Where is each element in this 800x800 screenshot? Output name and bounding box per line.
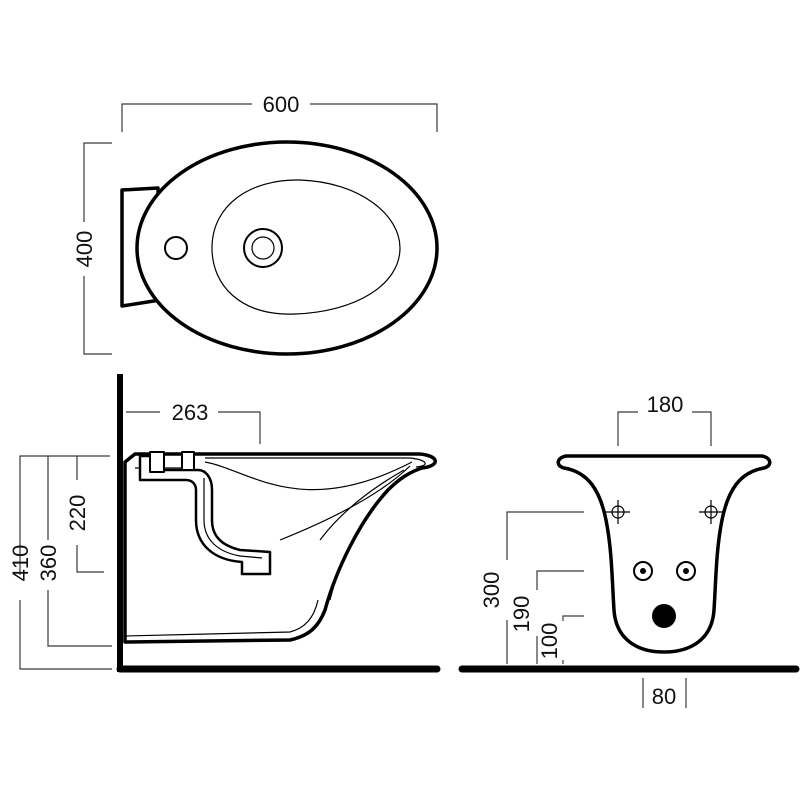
top-view-tap-hole bbox=[164, 236, 188, 260]
top-depth-label: 400 bbox=[72, 231, 97, 268]
front-view-fixing-right bbox=[699, 500, 723, 524]
front-fixing-height-dimension-line bbox=[506, 511, 584, 664]
side-height-rim-label: 360 bbox=[36, 545, 61, 582]
side-view-waste-pipe-inner bbox=[203, 478, 263, 559]
top-depth-dimension-line bbox=[83, 142, 112, 355]
side-view-tap-body bbox=[149, 451, 165, 473]
front-fixing-span-dimension-line bbox=[617, 411, 712, 446]
front-waste-height-dimension-line bbox=[562, 615, 584, 664]
top-view-rim-outline bbox=[135, 140, 439, 356]
top-view-waste-outer bbox=[243, 228, 283, 268]
side-height-waste-label: 220 bbox=[65, 495, 90, 532]
front-view: 180 300 190 100 80 bbox=[458, 392, 800, 709]
side-view-pedestal-curve bbox=[319, 469, 405, 601]
top-view-bowl-outline bbox=[211, 179, 401, 315]
top-view: 600 400 bbox=[72, 92, 439, 356]
side-view-waste-pipe bbox=[138, 454, 272, 576]
side-waste-distance-dimension-line bbox=[126, 411, 261, 444]
front-view-supply-right bbox=[676, 561, 696, 581]
side-waste-distance-label: 263 bbox=[172, 400, 209, 425]
side-view-bowl-curve bbox=[204, 461, 413, 491]
front-view-fixing-left bbox=[606, 500, 630, 524]
front-waste-width-label: 80 bbox=[652, 684, 676, 709]
front-fixing-span-label: 180 bbox=[647, 392, 684, 417]
front-view-supply-left bbox=[633, 561, 653, 581]
front-fixing-height-label: 300 bbox=[479, 572, 504, 609]
front-waste-width-dimension-line bbox=[642, 678, 687, 708]
side-height-total-label: 410 bbox=[8, 545, 33, 582]
front-view-body-outline bbox=[556, 454, 772, 654]
front-view-waste-outlet bbox=[652, 604, 676, 628]
side-view: 263 410 360 220 bbox=[8, 374, 441, 673]
top-width-dimension-line bbox=[121, 103, 438, 132]
side-height-rim-dimension-line bbox=[47, 456, 112, 647]
front-supply-height-label: 190 bbox=[509, 596, 534, 633]
front-waste-height-label: 100 bbox=[537, 623, 562, 660]
side-view-lower-shell bbox=[124, 599, 319, 637]
top-width-label: 600 bbox=[263, 92, 300, 117]
top-view-waste-inner bbox=[251, 236, 275, 260]
side-height-total-dimension-line bbox=[19, 455, 112, 670]
side-view-body-outline bbox=[123, 452, 437, 644]
front-supply-height-dimension-line bbox=[536, 570, 584, 664]
side-view-tap-body-2 bbox=[181, 451, 195, 471]
side-height-waste-dimension-line bbox=[76, 456, 104, 573]
